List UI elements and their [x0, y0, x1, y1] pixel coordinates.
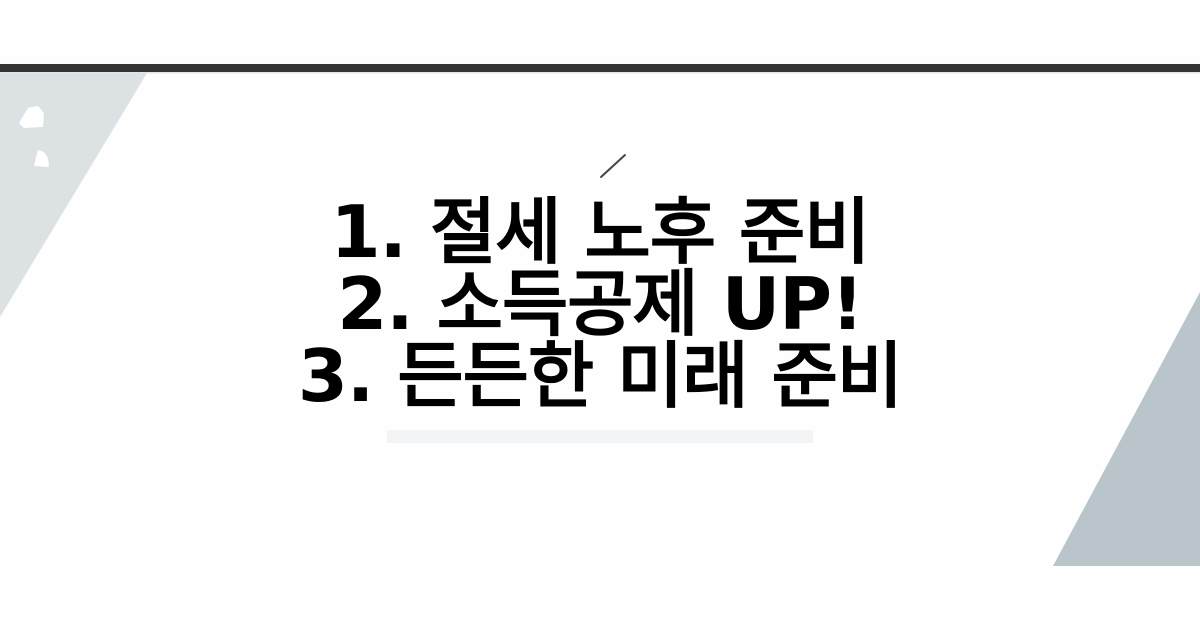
headline-line-2: 2. 소득공제 UP!: [337, 262, 864, 346]
headline-line-1: 1. 절세 노후 준비: [330, 190, 870, 274]
slash-mark: [600, 154, 626, 178]
underline-bar: [387, 430, 813, 443]
top-bar: [0, 64, 1200, 72]
headline: 1. 절세 노후 준비 2. 소득공제 UP! 3. 든든한 미래 준비: [0, 196, 1200, 412]
left-shape-blob-small: [34, 150, 49, 167]
left-shape-blob-large: [19, 106, 44, 128]
headline-line-3: 3. 든든한 미래 준비: [297, 334, 903, 418]
right-corner-shape: [1053, 292, 1200, 566]
left-corner-shape: [0, 73, 147, 317]
